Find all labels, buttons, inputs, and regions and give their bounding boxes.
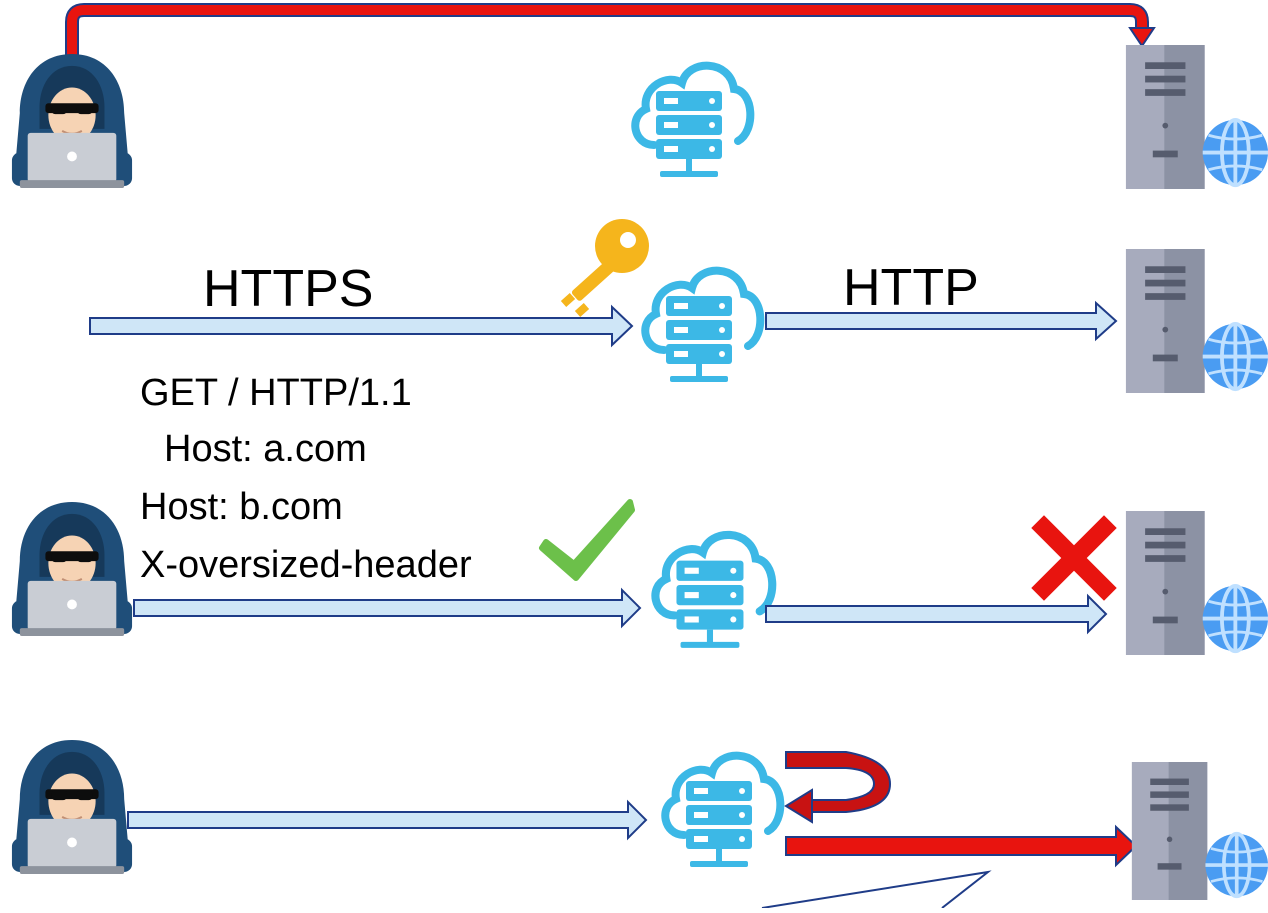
cloud-server-icon-row4 (665, 756, 780, 867)
web-server-icon-row4 (1130, 760, 1268, 902)
checkmark-icon (539, 499, 635, 581)
request-line-1: GET / HTTP/1.1 (140, 372, 412, 414)
web-server-icon-row3 (1124, 509, 1268, 657)
request-arrow-row3 (133, 587, 642, 629)
https-arrow (89, 304, 634, 348)
http-arrow (765, 300, 1118, 342)
web-server-icon-row1 (1124, 43, 1268, 191)
hacker-icon-row4 (10, 739, 134, 875)
callout-pointer (761, 870, 992, 909)
web-server-icon-row2 (1124, 247, 1268, 395)
loop-arrow (784, 751, 892, 824)
http-label: HTTP (843, 259, 979, 317)
request-line-4: X-oversized-header (140, 544, 472, 586)
cross-icon (1031, 515, 1117, 601)
hacker-icon-row3 (10, 501, 134, 637)
forward-arrow-row3 (765, 593, 1108, 635)
request-arrow-row4 (127, 799, 648, 841)
cloud-server-icon-row1 (635, 66, 750, 177)
row1-attack-path (65, 3, 1156, 64)
hacker-icon-row1 (10, 53, 134, 189)
attack-arrow-row4 (785, 824, 1138, 868)
cloud-server-icon-row2 (645, 271, 760, 382)
request-line-3: Host: b.com (140, 486, 343, 528)
https-label: HTTPS (203, 260, 374, 318)
cloud-server-icon-row3 (655, 535, 772, 648)
request-line-2: Host: a.com (164, 428, 367, 470)
key-icon (560, 219, 649, 317)
